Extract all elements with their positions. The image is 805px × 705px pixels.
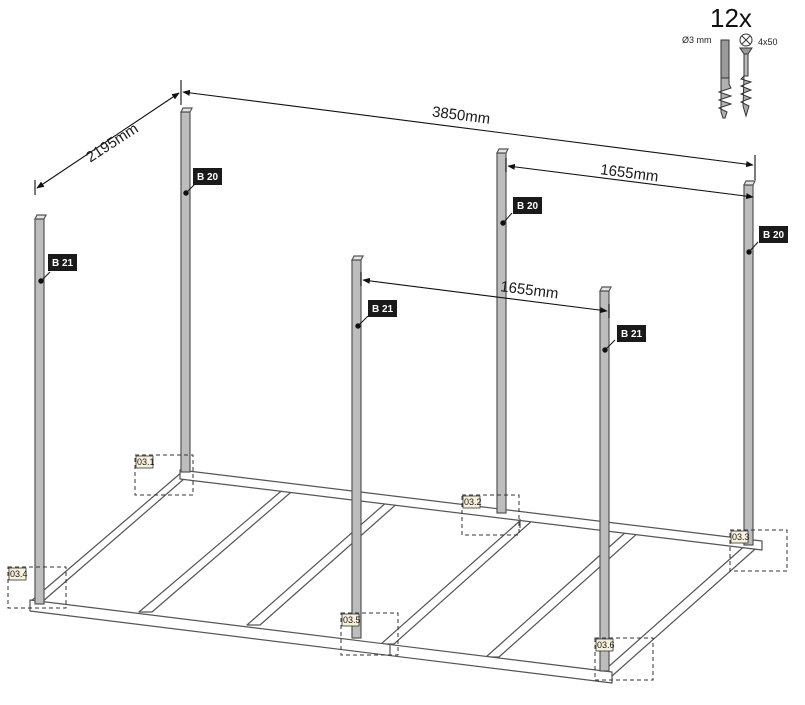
detail-label-03-1: 03.1 [137,457,155,467]
hardware-quantity: 12x [710,3,752,33]
right-side-rail [597,542,763,677]
detail-box-03-5 [340,612,399,656]
detail-box-03-6 [594,637,654,681]
post-tag-label: B 21 [372,304,394,315]
post-tag-front-right [617,325,646,342]
hardware-panel: 12x Ø3 mm 4x50 [682,3,778,119]
detail-label-03-2: 03.2 [464,497,482,507]
post-tag-label: B 21 [621,329,643,340]
post-tag-back-left [193,168,222,185]
length-dimension-label: 3850mm [431,104,491,128]
post-front-left [34,214,47,605]
depth-dimension-line [36,92,180,189]
post-tags: B 21 B 20 B 21 B 20 B 21 B 20 [38,168,788,353]
screw-icon [739,33,753,118]
post-front-right [599,286,612,672]
detail-boxes [7,454,788,681]
post-tag-back-middle [513,197,542,214]
base-frame [29,469,763,684]
detail-box-03-2 [461,494,520,536]
post-tag-label: B 20 [517,201,539,212]
posts [34,107,756,672]
post-tag-back-right [759,226,788,243]
drill-size-label: Ø3 mm [682,35,712,45]
depth-dimension-label: 2195mm [83,120,141,166]
span-front-dimension-line [362,277,608,314]
post-back-middle [496,148,509,514]
span-back-dimension-label: 1655mm [599,161,659,185]
left-side-rail [29,471,193,603]
back-rail [179,469,763,551]
post-tag-label: B 20 [197,172,219,183]
post-front-middle [351,255,364,639]
span-back-dimension-line [507,163,754,200]
detail-label-03-5: 03.5 [343,615,361,625]
post-tag-label: B 20 [763,230,785,241]
post-back-right [743,180,756,546]
drill-bit-icon [717,39,733,119]
detail-box-03-3 [729,529,788,572]
detail-label-03-3: 03.3 [732,532,750,542]
post-back-left [180,107,193,473]
cross-beam-2 [246,500,401,626]
length-dimension-line [182,89,754,168]
detail-label-03-4: 03.4 [10,569,28,579]
post-tag-label: B 21 [52,258,74,269]
cross-beam-1 [138,486,298,613]
detail-label-03-6: 03.6 [597,640,615,650]
front-rail [29,599,613,684]
post-tag-front-left [48,254,77,271]
detail-box-03-4 [7,566,67,609]
cross-beam-3 [380,518,535,645]
detail-box-03-1 [134,454,194,496]
post-tag-front-middle [368,300,397,317]
screw-size-label: 4x50 [758,37,778,47]
